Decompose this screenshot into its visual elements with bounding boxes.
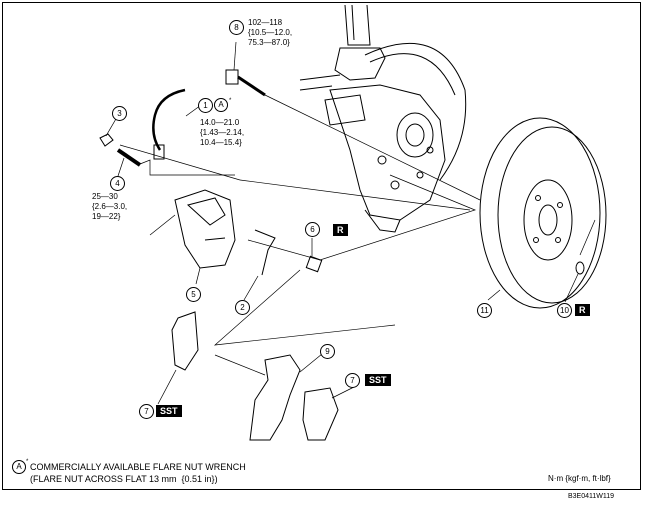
bleeder-nut xyxy=(99,133,114,147)
note-mark-sup: * xyxy=(26,459,29,465)
callout-4: 4 xyxy=(110,176,125,191)
callout-2: 2 xyxy=(235,300,250,315)
brake-hose xyxy=(152,88,186,151)
torque-bolt-4: 25—30 {2.6—3.0, 19—22} xyxy=(92,192,128,221)
callout-8: 8 xyxy=(229,20,244,35)
callout-7-left: 7 xyxy=(139,404,154,419)
brake-disc xyxy=(479,117,607,309)
callout-9: 9 xyxy=(320,344,335,359)
anti-rattle-spring xyxy=(254,229,276,276)
callout-3: 3 xyxy=(112,106,127,121)
brake-pad-outer xyxy=(171,311,199,371)
guide-lines xyxy=(105,41,596,405)
replace-badge-6: R xyxy=(333,224,348,236)
brake-pad-inner xyxy=(302,387,339,441)
callout-7-right: 7 xyxy=(345,373,360,388)
flare-wrench-mark-sup: * xyxy=(229,98,232,104)
callout-11: 11 xyxy=(477,303,492,318)
guide-pin-sleeve xyxy=(305,255,323,273)
sst-badge-right: SST xyxy=(365,374,391,386)
torque-flare-nut-1: 14.0—21.0 {1.43—2.14, 10.4—15.4} xyxy=(200,118,245,147)
caliper-body xyxy=(174,189,236,269)
note-mark: A xyxy=(12,460,26,474)
callout-10: 10 xyxy=(557,303,572,318)
callout-5: 5 xyxy=(186,287,201,302)
flare-wrench-mark: A xyxy=(214,98,228,112)
callout-6: 6 xyxy=(305,222,320,237)
rotor-washer xyxy=(575,261,585,275)
torque-units: N·m {kgf·m, ft·lbf} xyxy=(548,474,611,483)
caliper-bracket xyxy=(249,354,301,441)
dust-shield xyxy=(364,42,467,181)
diagram-frame xyxy=(2,2,641,490)
torque-bolt-8: 102—118 {10.5—12.0, 75.3—87.0} xyxy=(248,18,293,47)
strut-knuckle xyxy=(299,4,446,233)
caliper-pin-bolt xyxy=(116,148,142,167)
figure-code: B3E0411W119 xyxy=(568,493,615,500)
replace-badge-10: R xyxy=(575,304,590,316)
callout-1: 1 xyxy=(198,98,213,113)
caliper-bracket-bolt xyxy=(225,69,266,97)
tool-note: COMMERCIALLY AVAILABLE FLARE NUT WRENCH … xyxy=(30,462,246,484)
sst-badge-left: SST xyxy=(156,405,182,417)
